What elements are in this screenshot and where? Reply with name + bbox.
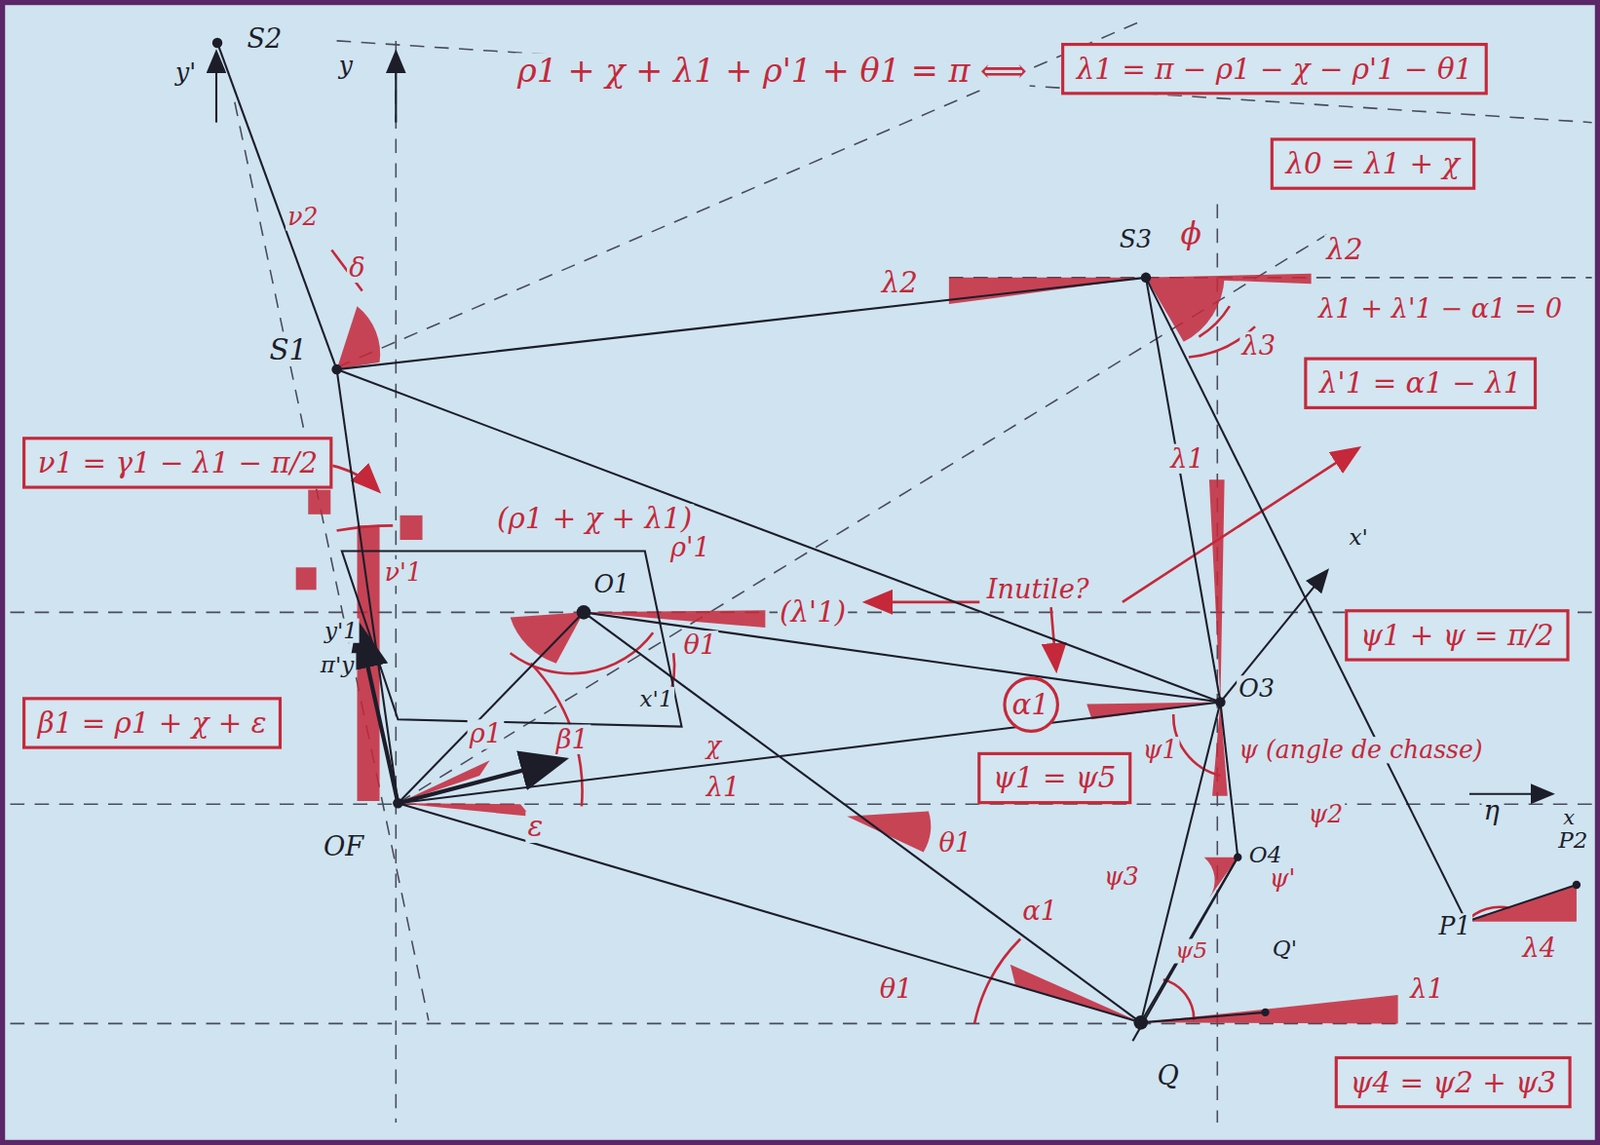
point-label: x'1 <box>637 686 675 712</box>
formula-box: ψ4 = ψ2 + ψ3 <box>1334 1056 1572 1108</box>
angle-label: λ2 <box>879 266 920 299</box>
formula-box: λ1 = π − ρ1 − χ − ρ'1 − θ1 <box>1061 42 1488 95</box>
point-label: S3 <box>1117 226 1154 254</box>
formula-box: λ'1 = α1 − λ1 <box>1303 357 1537 410</box>
formula-text: ψ1 = ψ5 <box>992 761 1117 796</box>
formula-box: β1 = ρ1 + χ + ε <box>22 696 282 749</box>
angle-label: ψ2 <box>1305 800 1345 829</box>
formula-box: ψ1 + ψ = π/2 <box>1344 609 1569 661</box>
point-label: y <box>337 52 355 80</box>
angle-label: δ <box>346 253 368 283</box>
point-label: S2 <box>244 24 284 54</box>
point-label: P1 <box>1436 913 1473 941</box>
angle-label: ϕ <box>1179 216 1205 251</box>
point-label: π'y <box>318 652 357 678</box>
point-label: S1 <box>266 334 309 366</box>
angle-label: λ3 <box>1239 331 1278 361</box>
angle-label: ψ3 <box>1102 863 1142 891</box>
angle-label: λ2 <box>1324 234 1365 267</box>
angle-label: ρ1 + χ + λ1 + ρ'1 + θ1 = π ⟺ <box>515 52 1029 89</box>
point-label: O4 <box>1247 842 1285 868</box>
point-label: y' <box>173 59 198 87</box>
angle-label: λ4 <box>1520 933 1559 963</box>
angle-label: α1 <box>1020 895 1060 925</box>
point-label: O3 <box>1236 675 1277 703</box>
formula-box: λ0 = λ1 + χ <box>1270 137 1476 190</box>
point-label: OF <box>321 832 366 862</box>
point-label: O1 <box>591 571 632 599</box>
angle-label: λ1 <box>1168 444 1207 474</box>
angle-label: ε <box>525 811 545 843</box>
angle-label: ν'1 <box>382 559 424 587</box>
point-label: Q' <box>1270 936 1299 961</box>
formula-text: ψ1 + ψ = π/2 <box>1360 618 1555 653</box>
angle-label: χ <box>704 732 724 761</box>
angle-label: θ1 <box>936 828 974 858</box>
angle-label: ν2 <box>285 203 320 231</box>
formula-text: β1 = ρ1 + χ + ε <box>38 706 267 741</box>
point-label: Q <box>1154 1061 1181 1091</box>
angle-label: θ1 <box>682 630 720 660</box>
angle-label: ψ5 <box>1173 938 1210 963</box>
formula-text: λ1 = π − ρ1 − χ − ρ'1 − θ1 <box>1076 51 1473 86</box>
angle-label: λ1 <box>1408 974 1447 1004</box>
angle-label: (λ'1) <box>777 597 848 629</box>
angle-label: (ρ1 + χ + λ1) <box>495 503 694 535</box>
formula-text: ψ4 = ψ2 + ψ3 <box>1349 1065 1556 1100</box>
point-label: x <box>1561 805 1577 829</box>
angle-label: θ1 <box>877 974 915 1004</box>
angle-label: λ1 + λ'1 − α1 = 0 <box>1316 294 1564 324</box>
angle-label: ψ (angle de chasse) <box>1236 736 1486 764</box>
point-label: P2 <box>1556 828 1590 853</box>
formula-box: ψ1 = ψ5 <box>977 752 1132 804</box>
point-label: y'1 <box>322 618 360 644</box>
angle-label: ρ'1 <box>668 533 713 563</box>
angle-label: Inutile? <box>985 574 1092 605</box>
angle-label: λ1 <box>704 772 743 802</box>
point-label: η <box>1482 796 1503 826</box>
point-label: x' <box>1346 525 1371 550</box>
formula-box: ν1 = γ1 − λ1 − π/2 <box>22 436 334 489</box>
angle-label: ψ1 <box>1141 736 1181 764</box>
angle-label: β1 <box>554 724 591 755</box>
angle-label: ψ' <box>1267 865 1298 893</box>
formula-text: λ0 = λ1 + χ <box>1285 147 1460 182</box>
formula-text: λ'1 = α1 − λ1 <box>1319 366 1522 401</box>
angle-label: ρ1 <box>467 719 505 749</box>
formula-text: ν1 = γ1 − λ1 − π/2 <box>38 446 318 481</box>
formula-text: α1 <box>1011 686 1049 722</box>
circled-symbol: α1 <box>1002 676 1060 733</box>
